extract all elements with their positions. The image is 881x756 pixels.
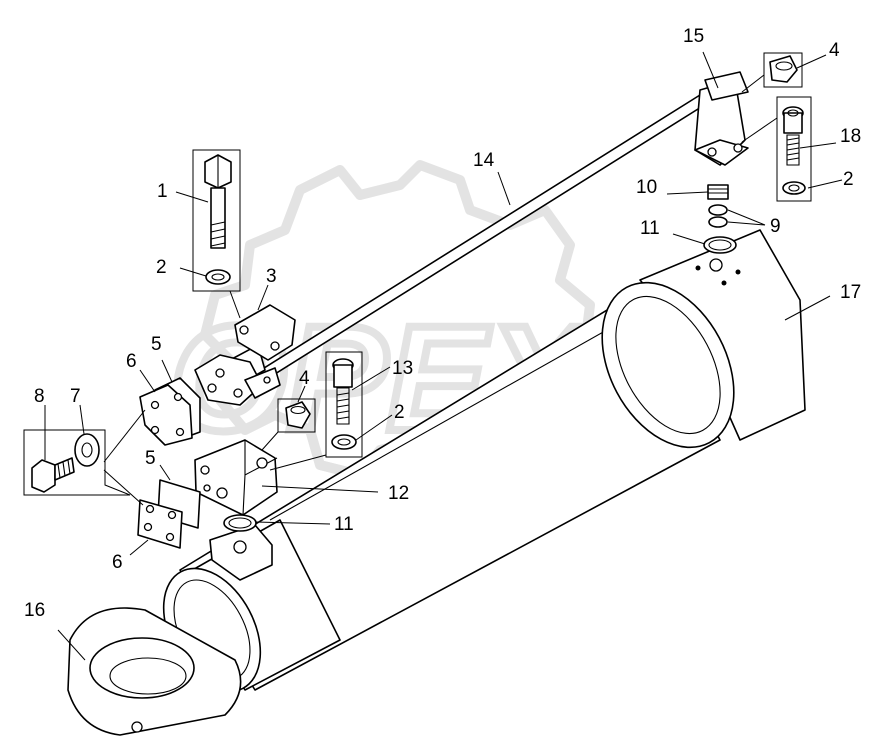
flange-plate-6-lower [137, 499, 183, 549]
head-port-2 [695, 265, 701, 271]
leader-lines [44, 51, 843, 661]
callout-3: 3 [266, 266, 277, 287]
cylinder-head-face [601, 281, 735, 449]
callout-18: 18 [840, 126, 861, 147]
frame-plug-top [763, 52, 803, 88]
callout-5-upper: 5 [151, 334, 162, 355]
lower-port-hole [233, 540, 247, 554]
socket-bolt-18 [782, 106, 806, 195]
callout-8: 8 [34, 386, 45, 407]
callout-15: 15 [683, 26, 704, 47]
frame-bolt-8 [23, 429, 131, 496]
callout-6-upper: 6 [126, 351, 137, 372]
port-block-12 [194, 439, 278, 516]
callout-14: 14 [473, 150, 495, 171]
head-port-3 [735, 269, 741, 275]
washer-2-top [782, 181, 806, 195]
callout-11-top: 11 [640, 218, 660, 239]
callout-10: 10 [636, 177, 657, 198]
callout-5-lower: 5 [145, 448, 156, 469]
cylinder-tube-seam [269, 299, 661, 521]
callout-2-bolt1: 2 [156, 257, 167, 278]
washer-2-middle [331, 434, 357, 450]
clevis-eye-bore [89, 637, 195, 699]
frame-bolt-18 [776, 96, 812, 202]
frame-bolt-1 [192, 149, 241, 292]
frame-plug-middle [277, 398, 316, 433]
cylinder-head-rim [615, 295, 721, 435]
washer-7 [74, 433, 100, 467]
callout-11-lower: 11 [334, 514, 354, 535]
socket-bolt-13 [331, 358, 357, 450]
callout-labels: 1 2 3 6 5 8 7 13 4 2 5 12 11 6 14 15 4 1… [24, 26, 861, 621]
callout-4-middle: 4 [299, 368, 310, 389]
callout-9: 9 [770, 216, 781, 237]
callout-12: 12 [388, 483, 409, 504]
callout-1: 1 [157, 181, 168, 202]
clamp-half-3 [234, 304, 296, 361]
callout-17: 17 [840, 282, 861, 303]
callout-16: 16 [24, 600, 45, 621]
frame-bolt-13 [325, 351, 363, 458]
head-port-4 [721, 280, 727, 286]
plug-4-top [769, 55, 798, 83]
callout-13: 13 [392, 358, 413, 379]
pipe-flange-lower [194, 354, 281, 406]
callout-6-lower: 6 [112, 552, 123, 573]
fitting-10 [707, 184, 729, 200]
plug-4-middle [285, 401, 311, 429]
callout-2-middle: 2 [394, 402, 405, 423]
callout-7: 7 [70, 386, 81, 407]
pipe-flange-15 [694, 71, 749, 166]
callout-2-top: 2 [843, 169, 854, 190]
hex-bolt-1 [204, 154, 232, 285]
washer-2-left [205, 269, 231, 285]
hex-bolt-8 [31, 457, 75, 493]
clevis-eye-bore-inner [109, 657, 187, 695]
head-port-1 [709, 258, 723, 272]
callout-4-top: 4 [829, 40, 840, 61]
flange-plate-6-upper [139, 384, 193, 446]
clevis-grease-hole [131, 721, 143, 733]
o-ring-9-a [708, 204, 728, 216]
main-cylinder-assembly [67, 229, 806, 736]
o-ring-9-b [708, 216, 728, 228]
